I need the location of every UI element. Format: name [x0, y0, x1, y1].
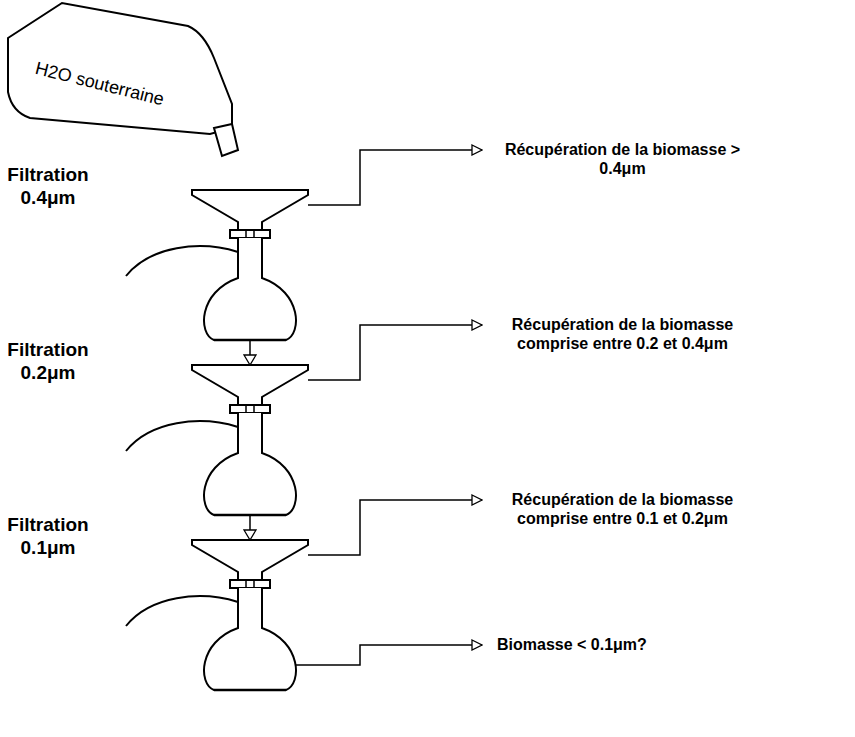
leader-arrow	[308, 500, 482, 555]
recovery-label: Récupération de la biomasse comprise ent…	[490, 490, 755, 528]
filtration-label: Filtration 0.1μm	[2, 514, 94, 560]
funnel-flask	[126, 540, 308, 690]
filtration-label: Filtration 0.4μm	[2, 164, 94, 210]
funnel-flask	[126, 190, 308, 340]
bottle-spout	[214, 124, 238, 156]
recovery-label: Récupération de la biomasse comprise ent…	[490, 315, 755, 353]
fraction-label: Biomasse < 0.1μm?	[497, 635, 647, 654]
water-bottle: H2O souterraine	[0, 0, 245, 165]
bottle-body	[8, 3, 232, 134]
filtration-label: Filtration 0.2μm	[2, 339, 94, 385]
flow-line	[249, 340, 251, 365]
funnel-flask	[126, 365, 308, 515]
leader-arrow	[296, 645, 482, 665]
recovery-label: Récupération de la biomasse > 0.4μm	[490, 140, 755, 178]
leader-arrow	[308, 150, 482, 205]
leader-arrow	[308, 325, 482, 380]
flow-line	[249, 515, 251, 540]
